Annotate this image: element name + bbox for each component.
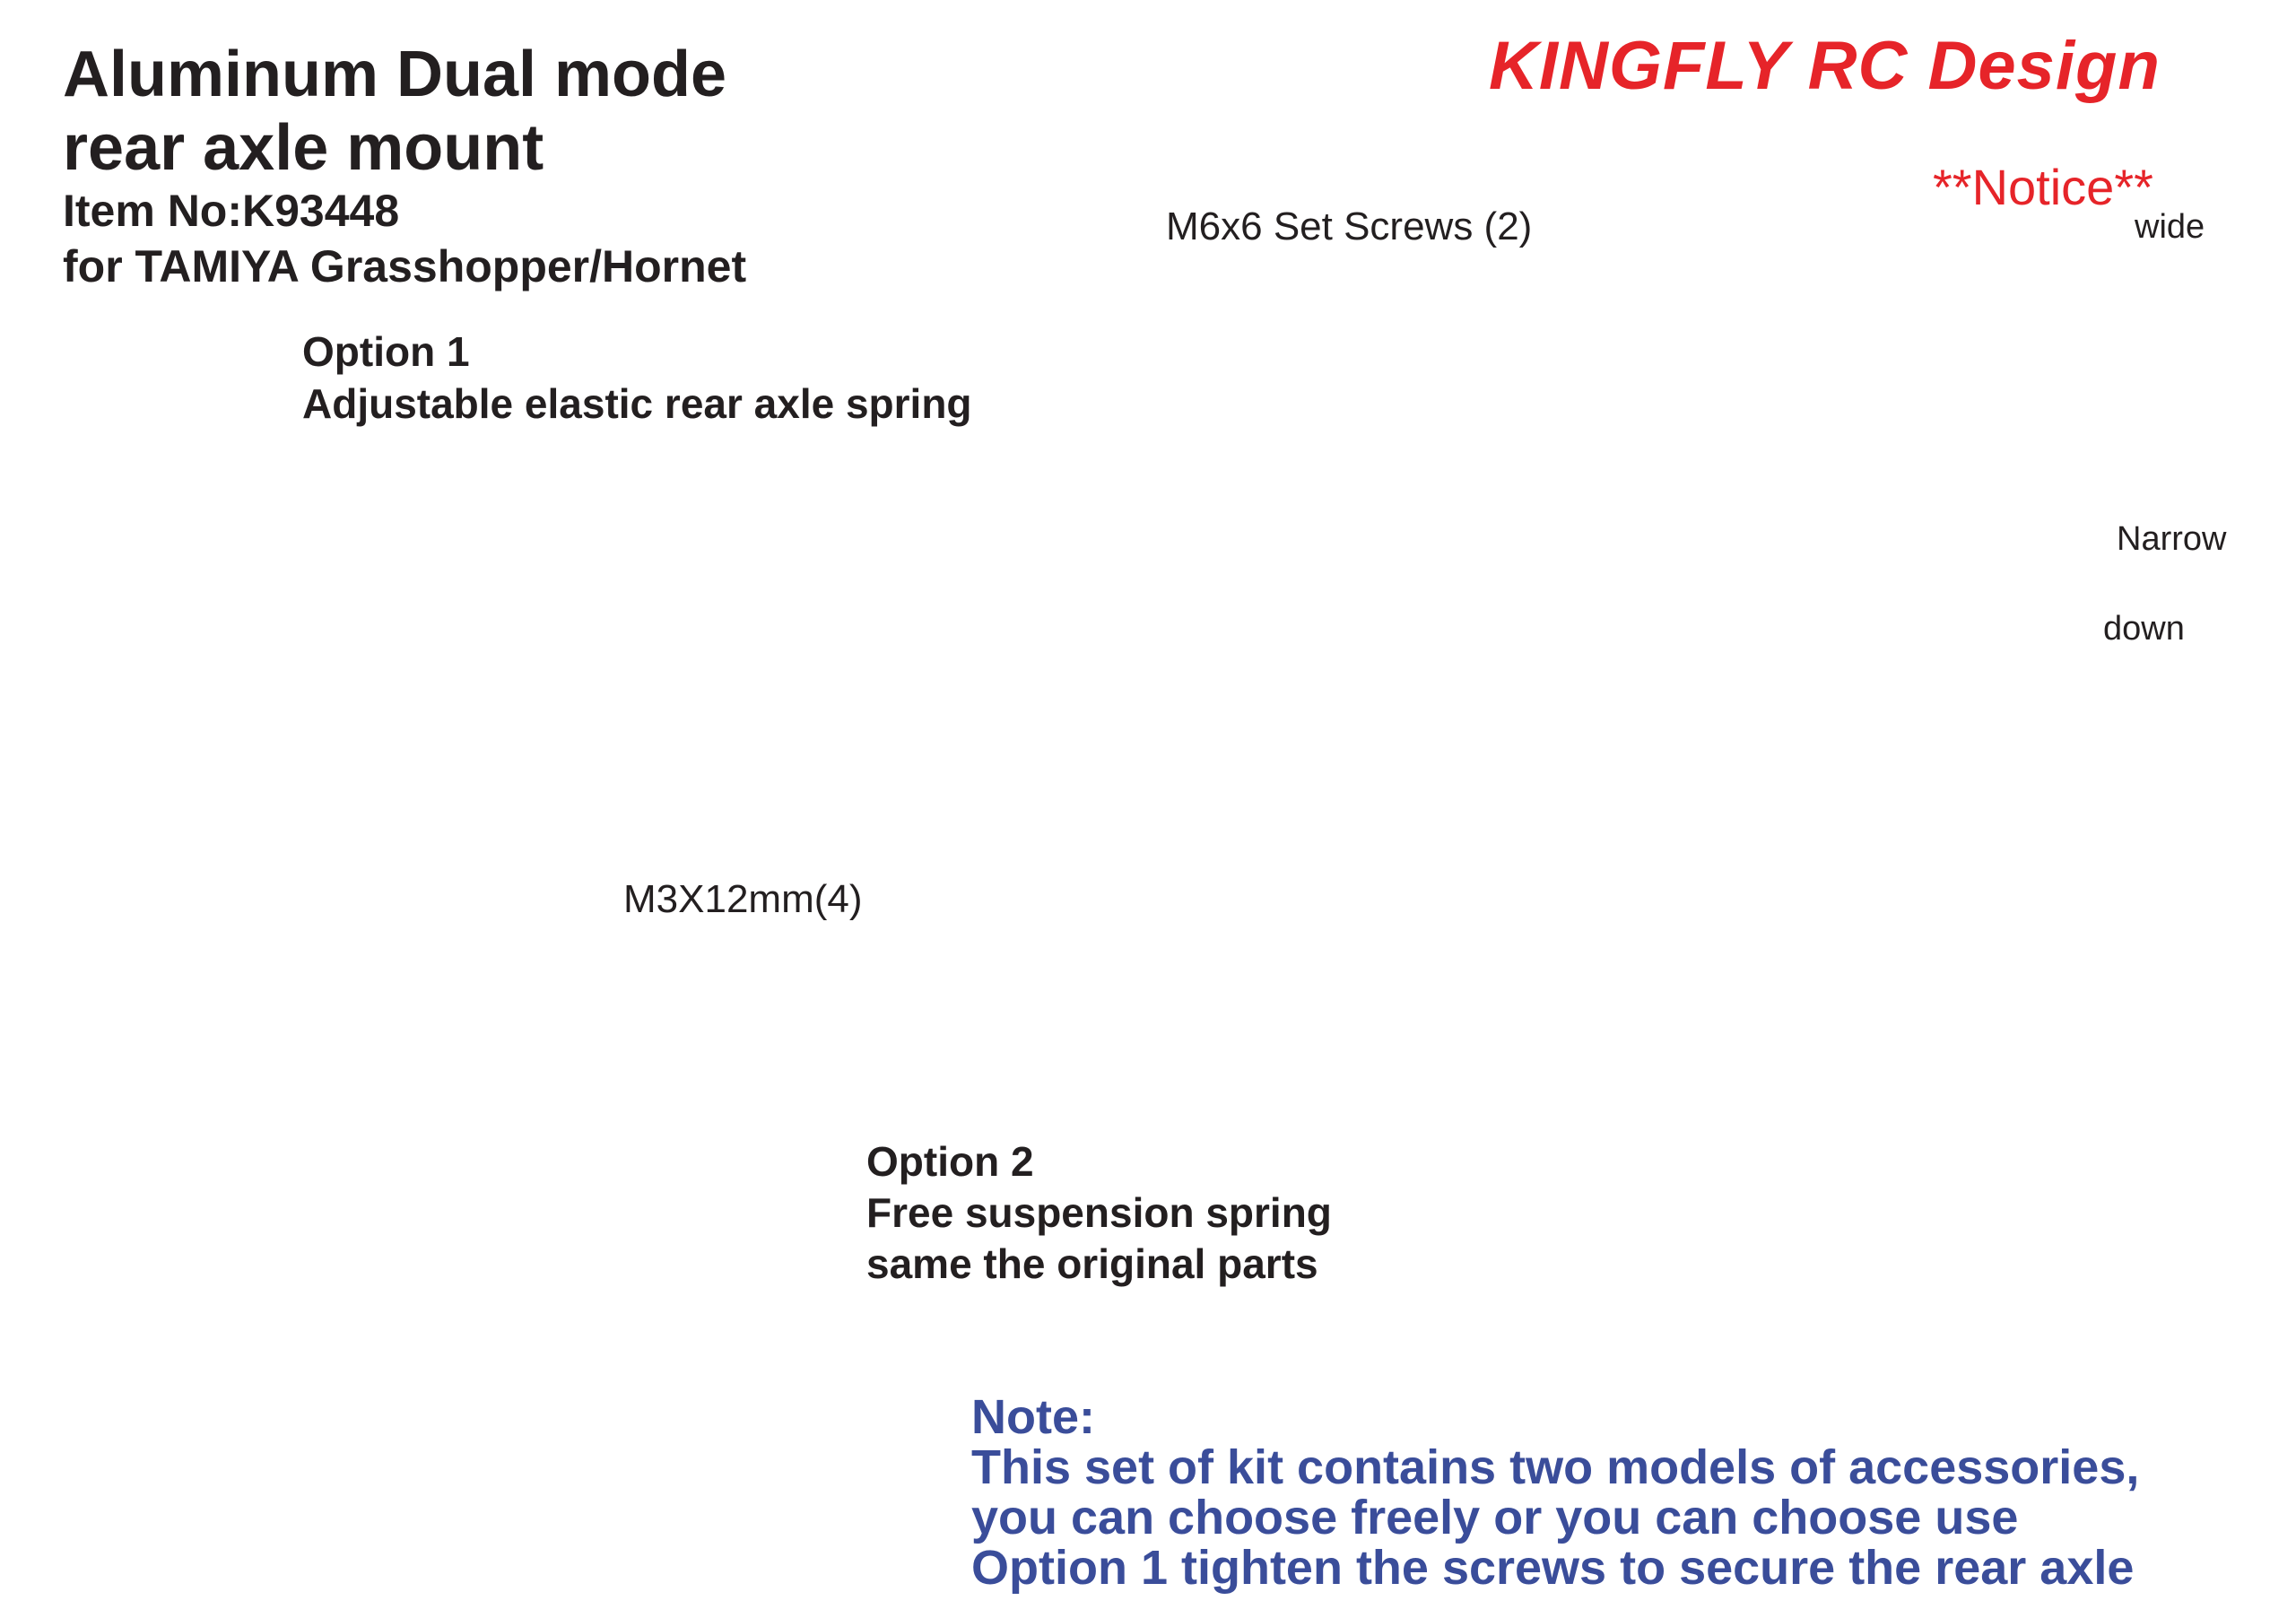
brand-logo: KINGFLY RC Design — [1489, 28, 2161, 104]
top-view-brackets — [70, 651, 226, 1033]
notice-spring-diagram — [2017, 231, 2233, 651]
option2-torsion-spring — [1469, 981, 1664, 1092]
notice-down-label: down — [2103, 610, 2185, 648]
axle-stud-left — [1155, 406, 1199, 428]
right-coil-spring — [1779, 879, 1811, 954]
side-view-spokes — [368, 1323, 493, 1396]
note-line-2: you can choose freely or you can choose … — [971, 1491, 2019, 1544]
option1-description: Adjustable elastic rear axle spring — [302, 380, 972, 427]
set-screw-right — [1758, 804, 1805, 852]
option1-torsion-spring — [1012, 720, 1214, 827]
title-line-2: rear axle mount — [63, 112, 544, 184]
notice-narrow-label: Narrow — [2117, 520, 2227, 558]
option2-bracket — [1579, 985, 1881, 1235]
notice-heading: **Notice** — [1933, 159, 2153, 215]
set-screw-top — [1082, 411, 1126, 459]
top-view-spring — [170, 969, 223, 979]
bolts-label: M3X12mm(4) — [623, 877, 863, 921]
note-line-3: Option 1 tighten the screws to secure th… — [971, 1541, 2135, 1595]
axle-stud-right — [2184, 1026, 2241, 1066]
fitment-text: for TAMIYA Grasshopper/Hornet — [63, 241, 747, 291]
option1-bracket — [978, 617, 1222, 890]
set-screws-label: M6x6 Set Screws (2) — [1166, 204, 1533, 248]
notice-wide-label: wide — [2135, 208, 2205, 246]
bolts-option1 — [995, 952, 1084, 1066]
side-view-bracket — [70, 1370, 235, 1487]
item-number: Item No:K93448 — [63, 186, 400, 236]
note-line-1: This set of kit contains two models of a… — [971, 1440, 2140, 1494]
option1-coil-spring — [1107, 487, 1138, 567]
bolts-option2 — [1605, 1294, 1691, 1414]
option2-description-1: Free suspension spring — [866, 1189, 1332, 1236]
gearbox-spokes — [1740, 457, 1937, 655]
option1-title: Option 1 — [302, 328, 470, 375]
option2-title: Option 2 — [866, 1138, 1034, 1185]
title-line-1: Aluminum Dual mode — [63, 39, 727, 110]
option2-description-2: same the original parts — [866, 1240, 1318, 1287]
top-view-assembly — [155, 452, 558, 1220]
note-heading: Note: — [971, 1390, 1095, 1444]
axle-rod — [1142, 725, 1683, 1033]
gearbox-outline — [1187, 344, 2220, 1084]
side-view-gearbox — [231, 1272, 540, 1558]
